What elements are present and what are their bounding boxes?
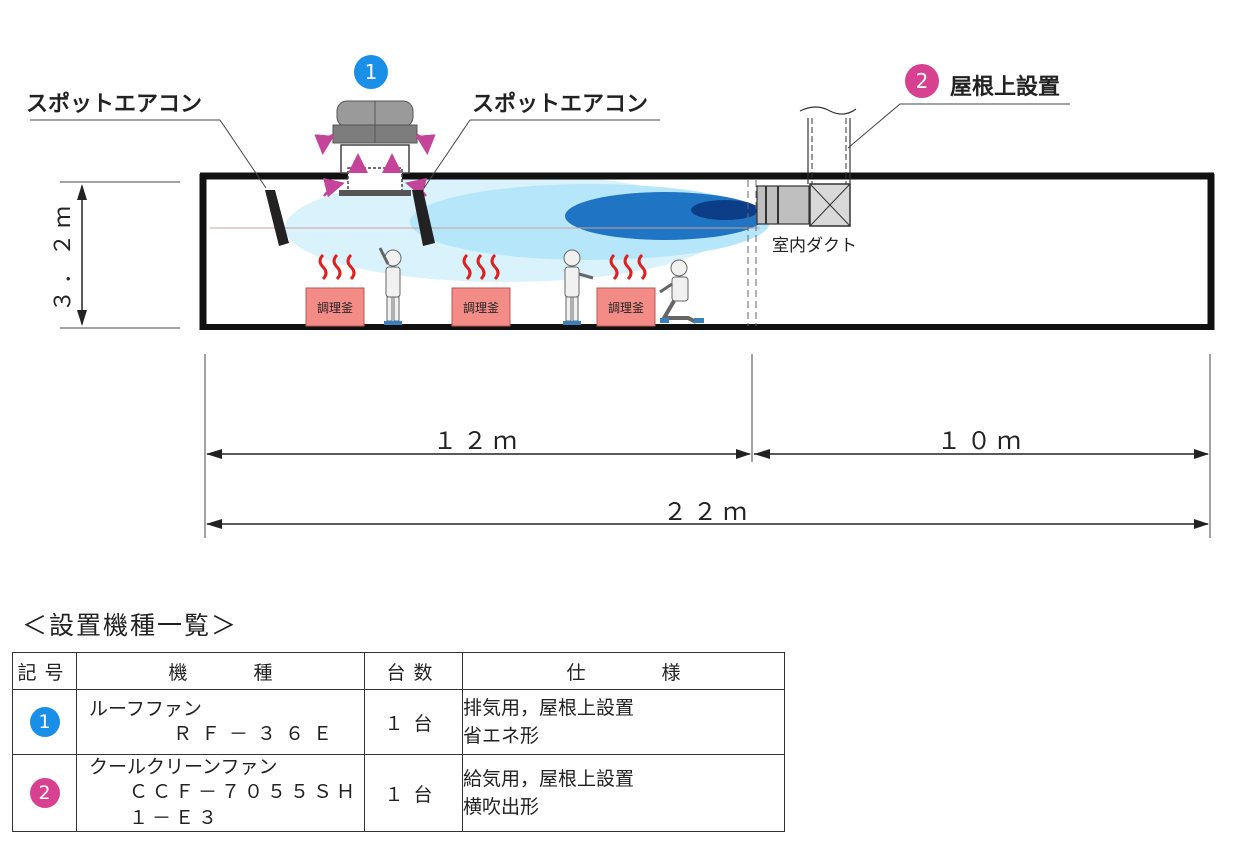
marker-badge-2: 2 [29, 778, 60, 808]
svg-text:調理釜: 調理釜 [317, 300, 353, 315]
building-cross-section-diagram: 調理釜 調理釜 調理釜 1 [26, 55, 1215, 538]
cooking-kettle-2: 調理釜 [451, 287, 511, 327]
svg-text:調理釜: 調理釜 [608, 300, 644, 315]
spec-line: 給気用，屋根上設置 [463, 768, 635, 790]
model-name: ルーフファン [89, 698, 202, 720]
header-spec: 仕 様 [462, 652, 785, 690]
width-dimension: １２ｍ １０ｍ ２２ｍ [204, 354, 1211, 538]
worker-figure-2 [563, 249, 594, 325]
model-table: 記号 機 種 台数 仕 様 1 ルーフファン ＲＦ－３６Ｅ １台 排気用，屋根上… [12, 652, 785, 832]
header-model: 機 種 [76, 652, 365, 690]
label-roof-install: 屋根上設置 [950, 74, 1060, 100]
dimension-22m: ２２ｍ [663, 498, 753, 526]
spec-line: 省エネ形 [463, 725, 540, 747]
marker-1: 1 [354, 55, 388, 89]
heat-waves [318, 253, 647, 281]
height-dimension: ３．２ｍ [51, 181, 180, 329]
spec-line: 横吹出形 [463, 796, 540, 818]
spot-ac-duct-left [265, 190, 289, 246]
model-code: ＲＦ－３６Ｅ [173, 723, 342, 745]
dimension-12m: １２ｍ [433, 427, 523, 455]
label-spot-ac-right: スポットエアコン [472, 91, 648, 117]
model-code: ＣＣＦ－７０５５ＳＨ１－Ｅ３ [129, 781, 360, 829]
row-spec-cell: 排気用，屋根上設置 省エネ形 [462, 689, 785, 755]
table-row: 1 ルーフファン ＲＦ－３６Ｅ １台 排気用，屋根上設置 省エネ形 [12, 689, 785, 755]
row-count-cell: １台 [364, 689, 463, 755]
header-count: 台数 [364, 652, 463, 690]
model-list-title: ＜設置機種一覧＞ [22, 611, 239, 640]
row-model-cell: ルーフファン ＲＦ－３６Ｅ [76, 689, 365, 755]
row-mark-cell: 1 [12, 689, 77, 755]
row-model-cell: クールクリーンファン ＣＣＦ－７０５５ＳＨ１－Ｅ３ [76, 754, 365, 832]
supply-duct [799, 106, 857, 184]
spot-ac-duct-right [412, 190, 435, 246]
table-header-row: 記号 機 種 台数 仕 様 [12, 652, 785, 690]
leader-line [30, 103, 1070, 189]
model-name: クールクリーンファン [89, 756, 278, 778]
cooking-kettle-3: 調理釜 [596, 287, 656, 327]
marker-badge-1: 1 [29, 707, 60, 737]
cooking-kettle-1: 調理釜 [305, 287, 365, 327]
worker-figure-3 [659, 259, 704, 324]
row-count-cell: １台 [364, 754, 463, 832]
svg-text:1: 1 [365, 60, 378, 84]
spec-line: 排気用，屋根上設置 [463, 697, 635, 719]
dimension-10m: １０ｍ [937, 427, 1027, 455]
partition-dashed-line [747, 180, 757, 326]
table-row: 2 クールクリーンファン ＣＣＦ－７０５５ＳＨ１－Ｅ３ １台 給気用，屋根上設置… [12, 754, 785, 832]
indoor-duct [756, 183, 851, 227]
svg-text:３．２ｍ: ３．２ｍ [51, 200, 76, 312]
row-mark-cell: 2 [12, 754, 77, 832]
worker-figure-1 [378, 247, 402, 325]
svg-text:2: 2 [916, 69, 929, 93]
svg-text:調理釜: 調理釜 [463, 300, 499, 315]
label-indoor-duct: 室内ダクト [772, 236, 857, 256]
roof-fan [314, 100, 436, 198]
label-spot-ac-left: スポットエアコン [26, 91, 202, 117]
header-mark: 記号 [12, 652, 77, 690]
row-spec-cell: 給気用，屋根上設置 横吹出形 [462, 754, 785, 832]
marker-2: 2 [905, 64, 939, 98]
